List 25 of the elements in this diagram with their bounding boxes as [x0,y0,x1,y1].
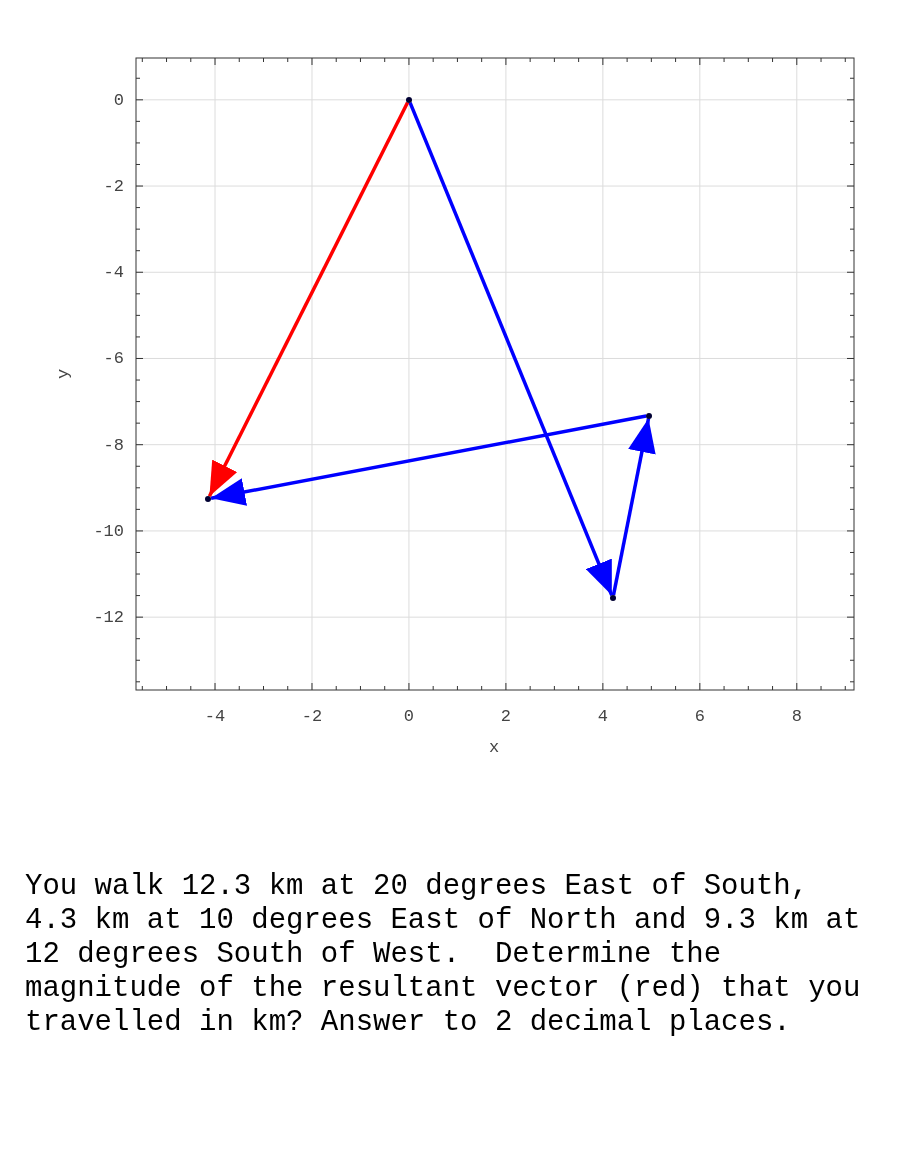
tick-label: -2 [103,177,124,195]
tick-label: -4 [103,263,124,281]
tick-label: -4 [204,707,226,725]
vector-endpoint-dot [646,412,653,419]
axis-title: y [54,368,72,380]
axis-title: x [488,738,500,756]
vector-arrow [408,101,614,596]
vector-arrow [210,414,647,506]
tick-label: -10 [93,522,124,540]
tick-label: 0 [113,91,124,109]
tick-label: -2 [301,707,323,725]
tick-label: -8 [103,436,124,454]
tick-label: 6 [694,707,705,725]
tick-label: 4 [597,707,608,725]
tick-label: -12 [93,608,124,626]
vector-endpoint-dot [405,96,412,103]
tick-label: 0 [403,707,415,725]
question-text: You walk 12.3 km at 20 degrees East of South, 4.3 km at 10 degrees East of North and 9.3 km at 12 degrees South of West. Determine the magnitude of the resultant vector (red) that you travelled in km? Answer to 2 decimal places. [25,870,862,1040]
vector-endpoint-dot [205,495,212,502]
tick-label: 2 [500,707,511,725]
vector-arrow [611,418,656,596]
vector-arrow [207,101,410,497]
tick-label: 8 [791,707,802,725]
tick-label: -6 [103,349,124,367]
vector-endpoint-dot [609,595,616,602]
